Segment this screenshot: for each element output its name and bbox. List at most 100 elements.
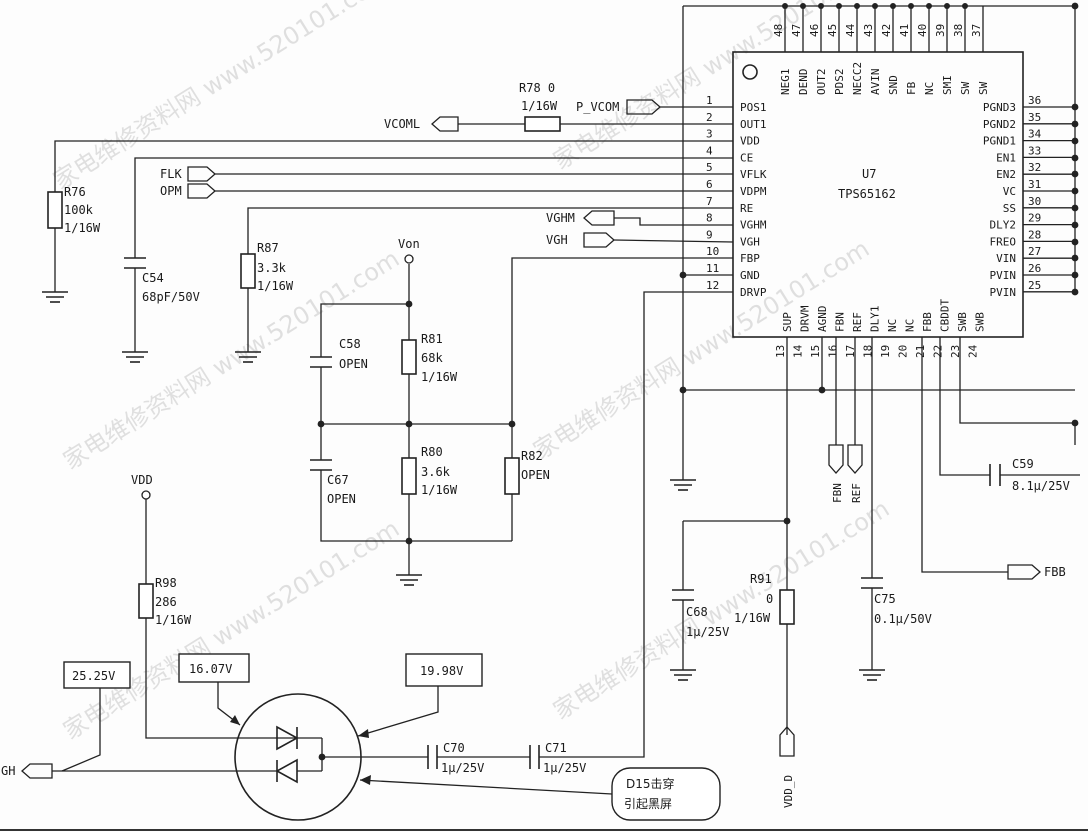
- ic-pin-number: 47: [790, 24, 803, 37]
- ic-pin-name: SUP: [781, 312, 794, 332]
- ic-pin-name: NEG1: [779, 69, 792, 96]
- voltage-box-center: [405, 653, 483, 687]
- ic-pin-name: PGND3: [983, 101, 1016, 114]
- capacitor-c54: [124, 257, 146, 269]
- capacitor-c75: [861, 577, 883, 589]
- r98-power: 1/16W: [155, 613, 192, 627]
- r76-power: 1/16W: [64, 221, 101, 235]
- r80-value: 3.6k: [421, 465, 451, 479]
- resistor-r87: [240, 253, 256, 289]
- c67-value: OPEN: [327, 492, 356, 506]
- highlight-circle: [234, 693, 362, 821]
- r76-value: 100k: [64, 203, 94, 217]
- ic-pin-number: 27: [1028, 245, 1041, 258]
- ic-pin-name: DLY1: [869, 306, 882, 333]
- diode-d15: [234, 693, 362, 821]
- junctions: [317, 2, 1079, 761]
- capacitors: C54 68pF/50V C58 OPEN C67 OPEN C68 1μ/25…: [124, 257, 1070, 775]
- ic-pin-name: VDD: [740, 135, 760, 148]
- ground-icon: [670, 479, 696, 491]
- net-label-fbn: FBN: [831, 483, 844, 503]
- ic-pin-number: 28: [1028, 228, 1041, 241]
- r91-ref: R91: [750, 572, 772, 586]
- failure-note: D15击穿 引起黑屏: [359, 767, 721, 821]
- ic-pin-name: VFLK: [740, 168, 767, 181]
- r82-value: OPEN: [521, 468, 550, 482]
- r78-value: 1/16W: [521, 99, 558, 113]
- net-tag-vghm: [583, 210, 615, 226]
- resistor-r82: [504, 457, 520, 495]
- ic-pin-number: 37: [970, 24, 983, 37]
- ic-pin-number: 38: [952, 24, 965, 37]
- resistor-r78: [524, 116, 561, 132]
- net-label-vghm: VGHM: [546, 211, 575, 225]
- ground-icon: [42, 291, 68, 303]
- ic-pin-number: 30: [1028, 195, 1041, 208]
- ic-pin-name: AVIN: [869, 69, 882, 96]
- ground-icon: [122, 351, 148, 363]
- ic-pin-number: 11: [706, 262, 719, 275]
- ic-pin-name: VGH: [740, 235, 760, 248]
- ic-pin-number: 41: [898, 24, 911, 37]
- c71-value: 1μ/25V: [543, 761, 586, 775]
- resistor-r91: [779, 589, 795, 625]
- c58-value: OPEN: [339, 357, 368, 371]
- watermark-text: 家电维修资料网 www.520101.com: [548, 494, 894, 725]
- capacitor-c58: [310, 356, 332, 368]
- ic-pin-name: FBP: [740, 252, 760, 265]
- ic-body: [732, 51, 1024, 338]
- r81-ref: R81: [421, 332, 443, 346]
- voltage-center: 19.98V: [420, 664, 463, 678]
- net-tag-vgh: [583, 232, 615, 248]
- r78-ref: R78 0: [519, 81, 555, 95]
- ic-pin-number: 14: [792, 344, 805, 358]
- resistor-r80: [401, 457, 417, 495]
- pin1-marker-icon: [742, 64, 758, 80]
- ic-pin-name: SW: [977, 81, 990, 95]
- ic-pin-number: 39: [934, 24, 947, 37]
- c75-ref: C75: [874, 592, 896, 606]
- ic-pin-number: 13: [774, 345, 787, 358]
- c54-value: 68pF/50V: [142, 290, 200, 304]
- ic-pin-number: 6: [706, 178, 713, 191]
- c59-ref: C59: [1012, 457, 1034, 471]
- ic-pin-name: PVIN: [990, 286, 1017, 299]
- ic-pin-number: 36: [1028, 94, 1041, 107]
- ic-pin-name: AGND: [816, 306, 829, 333]
- voltage-anode: 16.07V: [189, 662, 232, 676]
- net-tag-gh: [21, 763, 53, 779]
- ic-pin-name: VDPM: [740, 185, 767, 198]
- ic-pin-number: 33: [1028, 144, 1041, 157]
- ic-pin-name: FBN: [834, 312, 847, 332]
- c67-ref: C67: [327, 473, 349, 487]
- ground-icon: [396, 574, 422, 586]
- ic-pin-name: DEND: [797, 69, 810, 96]
- resistor-r76: [47, 191, 63, 229]
- ic-pin-name: OUT1: [740, 118, 767, 131]
- r87-power: 1/16W: [257, 279, 294, 293]
- ic-pin-name: PDS2: [833, 69, 846, 96]
- ic-pin-name: OUT2: [815, 69, 828, 96]
- voltage-annotations: 25.25V 16.07V 19.98V: [63, 653, 483, 738]
- ic-pin-number: 12: [706, 279, 719, 292]
- ic-ref: U7: [862, 167, 876, 181]
- c71-ref: C71: [545, 741, 567, 755]
- ic-pin-name: FBB: [921, 312, 934, 332]
- c75-value: 0.1μ/50V: [874, 612, 932, 626]
- ic-pin-number: 43: [862, 24, 875, 37]
- ic-pin-name: POS1: [740, 101, 767, 114]
- net-tag-vdd-d: [779, 726, 795, 757]
- net-tags: P_VCOM VCOML FLK OPM VGHM VGH FBN REF FB…: [1, 99, 1066, 808]
- vdd-terminal-icon: [141, 490, 151, 500]
- arrowhead-icon: [230, 715, 240, 725]
- note-line-2: 引起黑屏: [624, 797, 672, 811]
- watermark-layer: 家电维修资料网 www.520101.com 家电维修资料网 www.52010…: [48, 0, 894, 745]
- ic-pin-number: 22: [932, 345, 945, 358]
- net-label-ref: REF: [850, 483, 863, 503]
- r91-power: 1/16W: [734, 611, 771, 625]
- capacitor-c59: [989, 464, 1001, 486]
- ic-pin-name: DLY2: [990, 219, 1017, 232]
- net-label-vgh: VGH: [546, 233, 568, 247]
- r87-value: 3.3k: [257, 261, 287, 275]
